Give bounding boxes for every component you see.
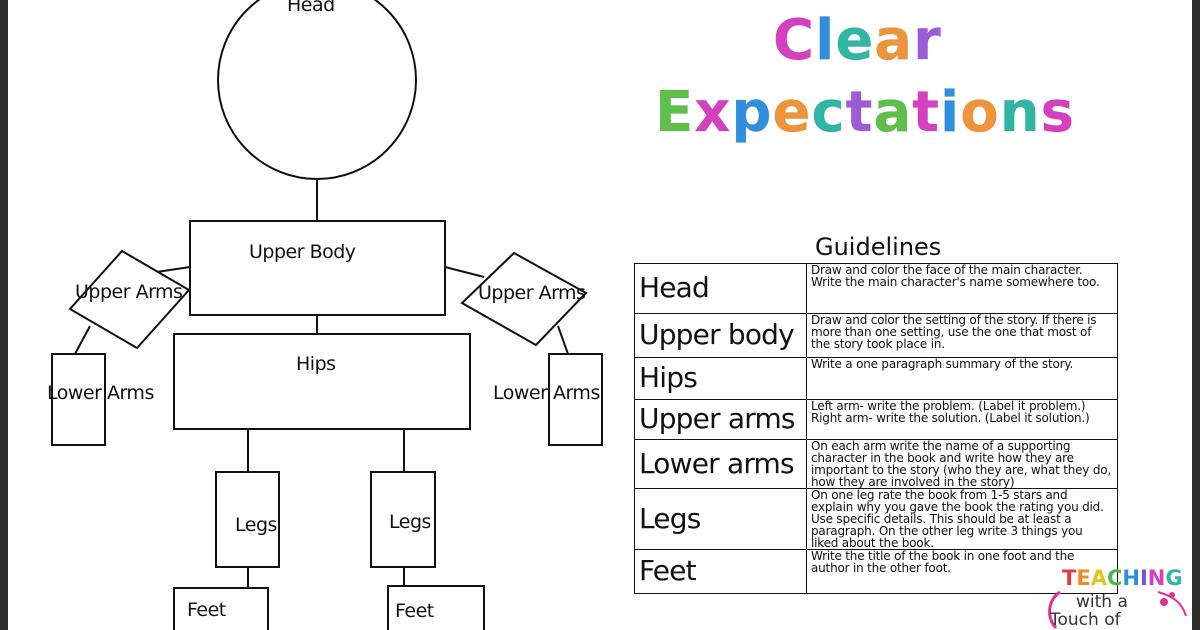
right-shoulder-line: [444, 266, 485, 278]
left-border: [0, 0, 8, 630]
head-circle: [217, 0, 417, 180]
title-letter: e: [772, 80, 812, 146]
right-border: [1192, 0, 1200, 630]
title-letter: x: [694, 80, 732, 146]
hips-box: [173, 333, 471, 430]
upper-arms-right-label: Upper Arms: [478, 282, 586, 304]
upper-body-box: [189, 220, 446, 316]
table-row: Lower arms On each arm write the name of…: [634, 439, 1118, 489]
description-cell: Left arm- write the problem. (Label it p…: [806, 399, 1118, 440]
description-cell: Write a one paragraph summary of the sto…: [806, 357, 1118, 400]
lower-arms-right-box: [548, 353, 603, 446]
legs-left-box: [215, 471, 280, 568]
lower-arms-left-label: Lower Arms: [47, 382, 154, 404]
table-row: Legs On one leg rate the book from 1-5 s…: [634, 488, 1118, 550]
upper-body-label: Upper Body: [249, 241, 356, 263]
legs-right-box: [370, 471, 436, 568]
legs-left-label: Legs: [235, 514, 277, 536]
title-letter: s: [1040, 80, 1075, 146]
table-row: Upper body Draw and color the setting of…: [634, 313, 1118, 358]
title-letter: o: [960, 80, 1000, 146]
description-cell: Draw and color the setting of the story.…: [806, 313, 1118, 358]
description-cell: Write the title of the book in one foot …: [806, 549, 1118, 594]
logo-swirl-icon: [1048, 590, 1187, 630]
part-cell: Lower arms: [634, 439, 807, 489]
title-expectations: Expectations: [654, 80, 1075, 146]
title-letter: i: [940, 80, 961, 146]
part-cell: Head: [634, 263, 807, 314]
table-row: Hips Write a one paragraph summary of th…: [634, 357, 1118, 400]
feet-left-box: [173, 587, 269, 630]
description-cell: On each arm write the name of a supporti…: [806, 439, 1118, 489]
lower-arms-right-label: Lower Arms: [493, 382, 600, 404]
upper-arms-right-diamond: [460, 251, 588, 347]
logo-letter: E: [1076, 566, 1091, 590]
part-cell: Upper arms: [634, 399, 807, 440]
title-letter: C: [772, 8, 816, 74]
logo-letter: N: [1147, 566, 1166, 590]
teaching-logo: TEACHING with a Touch of: [1040, 562, 1200, 630]
feet-left-label: Feet: [187, 599, 226, 621]
feet-right-label: Feet: [395, 600, 434, 622]
guidelines-heading: Guidelines: [815, 233, 942, 261]
description-cell: On one leg rate the book from 1-5 stars …: [806, 488, 1118, 550]
description-cell: Draw and color the face of the main char…: [806, 263, 1118, 314]
table-row: Upper arms Left arm- write the problem. …: [634, 399, 1118, 440]
part-cell: Legs: [634, 488, 807, 550]
title-letter: n: [999, 80, 1041, 146]
logo-letter: C: [1106, 566, 1123, 590]
title-letter: l: [815, 8, 836, 74]
title-letter: t: [912, 80, 941, 146]
title-letter: E: [654, 80, 695, 146]
upper-arms-left-label: Upper Arms: [75, 281, 183, 303]
logo-letter: T: [1062, 566, 1077, 590]
title-letter: t: [845, 80, 874, 146]
title-letter: p: [731, 80, 773, 146]
hips-label: Hips: [296, 353, 336, 375]
logo-letter: H: [1122, 566, 1140, 590]
head-label: Head: [287, 0, 335, 16]
logo-letter: I: [1139, 566, 1148, 590]
title-clear: Clear: [772, 8, 942, 74]
logo-with-a-text: with a: [1076, 592, 1128, 612]
title-letter: c: [811, 80, 846, 146]
legs-right-label: Legs: [389, 511, 431, 533]
right-elbow-line: [557, 325, 569, 355]
part-cell: Feet: [634, 549, 807, 594]
left-elbow-line: [74, 325, 91, 355]
lower-arms-left-box: [51, 353, 106, 446]
logo-letter: G: [1165, 566, 1183, 590]
title-letter: a: [874, 8, 914, 74]
feet-right-box: [387, 585, 485, 630]
title-letter: a: [873, 80, 913, 146]
part-cell: Upper body: [634, 313, 807, 358]
upper-arms-left-diamond: [68, 249, 191, 350]
logo-teaching-text: TEACHING: [1062, 566, 1183, 590]
guidelines-table: Head Draw and color the face of the main…: [634, 263, 1118, 594]
table-row: Head Draw and color the face of the main…: [634, 263, 1118, 314]
title-letter: e: [835, 8, 875, 74]
title-letter: r: [913, 8, 942, 74]
logo-touch-of-text: Touch of: [1050, 610, 1121, 630]
table-row: Feet Write the title of the book in one …: [634, 549, 1118, 594]
part-cell: Hips: [634, 357, 807, 400]
logo-letter: A: [1090, 566, 1107, 590]
